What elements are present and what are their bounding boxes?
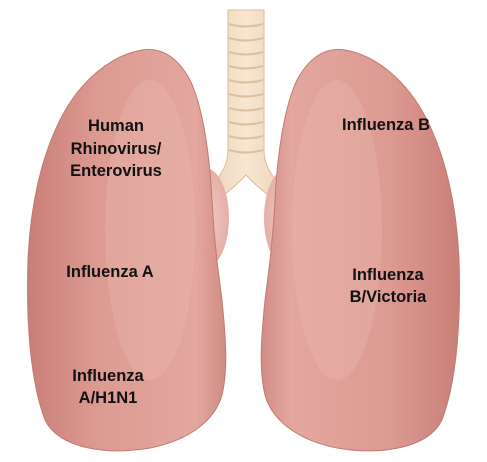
label-rhinovirus-line2: Rhinovirus/ — [54, 140, 178, 159]
label-influenza-b-victoria-line2: B/Victoria — [318, 288, 458, 307]
label-influenza-b: Influenza B — [316, 116, 456, 135]
label-influenza-b-victoria-line1: Influenza — [318, 266, 458, 285]
label-rhinovirus-line3: Enterovirus — [54, 162, 178, 181]
label-influenza-a: Influenza A — [30, 263, 190, 282]
label-influenza-a-h1n1-line2: A/H1N1 — [46, 389, 170, 408]
label-rhinovirus-line1: Human — [54, 117, 178, 136]
label-influenza-a-h1n1-line1: Influenza — [46, 367, 170, 386]
